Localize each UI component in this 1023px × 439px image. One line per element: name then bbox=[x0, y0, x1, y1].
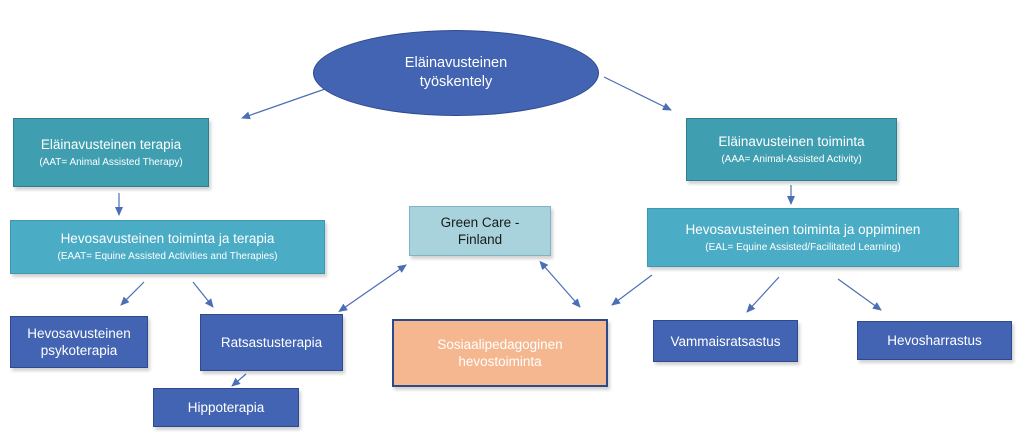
eaat-subtitle: (EAAT= Equine Assisted Activities and Th… bbox=[57, 251, 278, 262]
vammaisratsastus-label: Vammaisratsastus bbox=[670, 333, 781, 349]
sosiaali-line1: Sosiaalipedagoginen bbox=[437, 337, 563, 352]
therapy-title: Eläinavusteinen terapia bbox=[40, 136, 182, 152]
arrow-greencare-sosiaali bbox=[539, 260, 581, 308]
hevosharrastus-label: Hevosharrastus bbox=[887, 333, 982, 348]
ratsastusterapia-node: Ratsastusterapia bbox=[200, 314, 343, 371]
green-care-node: Green Care - Finland bbox=[409, 206, 551, 256]
activity-subtitle: (AAA= Animal-Assisted Activity) bbox=[721, 153, 862, 165]
green-care-line2: Finland bbox=[457, 232, 503, 247]
root-node: Eläinavusteinen työskentely bbox=[313, 30, 599, 116]
sosiaali-line2: hevostoiminta bbox=[458, 354, 542, 369]
arrow-eaat-to-psykoterapia bbox=[120, 281, 145, 306]
sosiaalipedagoginen-node: Sosiaalipedagoginen hevostoiminta bbox=[392, 319, 608, 387]
psykoterapia-line2: psykoterapia bbox=[40, 343, 118, 358]
green-care-line1: Green Care - bbox=[440, 215, 520, 230]
arrow-eal-to-sosiaali bbox=[611, 274, 653, 306]
therapy-node: Eläinavusteinen terapia (AAT= Animal Ass… bbox=[13, 118, 209, 187]
arrow-eaat-to-ratsastusterapia bbox=[192, 281, 214, 308]
arrow-eal-to-vammaisratsastus bbox=[746, 276, 780, 313]
psykoterapia-line1: Hevosavusteinen bbox=[27, 326, 131, 341]
hippoterapia-label: Hippoterapia bbox=[187, 400, 265, 415]
root-node-line1: Eläinavusteinen bbox=[404, 55, 508, 71]
eaat-title: Hevosavusteinen toiminta ja terapia bbox=[60, 231, 275, 246]
eal-node: Hevosavusteinen toiminta ja oppiminen (E… bbox=[647, 208, 959, 267]
arrow-ratsastusterapia-to-hippoterapia bbox=[231, 373, 247, 387]
arrow-eal-to-hevosharrastus bbox=[837, 278, 882, 311]
root-node-line2: työskentely bbox=[419, 74, 493, 90]
hevosharrastus-node: Hevosharrastus bbox=[857, 321, 1012, 360]
eaat-node: Hevosavusteinen toiminta ja terapia (EAA… bbox=[10, 220, 325, 274]
arrow-root-to-activity bbox=[603, 76, 672, 111]
ratsastusterapia-label: Ratsastusterapia bbox=[220, 335, 323, 350]
therapy-subtitle: (AAT= Animal Assisted Therapy) bbox=[39, 156, 183, 168]
psykoterapia-node: Hevosavusteinen psykoterapia bbox=[10, 316, 148, 368]
eal-title: Hevosavusteinen toiminta ja oppiminen bbox=[685, 221, 921, 237]
arrow-root-to-therapy bbox=[241, 88, 326, 120]
vammaisratsastus-node: Vammaisratsastus bbox=[653, 320, 798, 362]
eal-subtitle: (EAL= Equine Assisted/Facilitated Learni… bbox=[705, 241, 901, 253]
activity-node: Eläinavusteinen toiminta (AAA= Animal-As… bbox=[686, 118, 897, 181]
activity-title: Eläinavusteinen toiminta bbox=[718, 133, 865, 149]
hippoterapia-node: Hippoterapia bbox=[153, 388, 299, 427]
arrow-greencare-ratsastusterapia bbox=[338, 264, 407, 312]
